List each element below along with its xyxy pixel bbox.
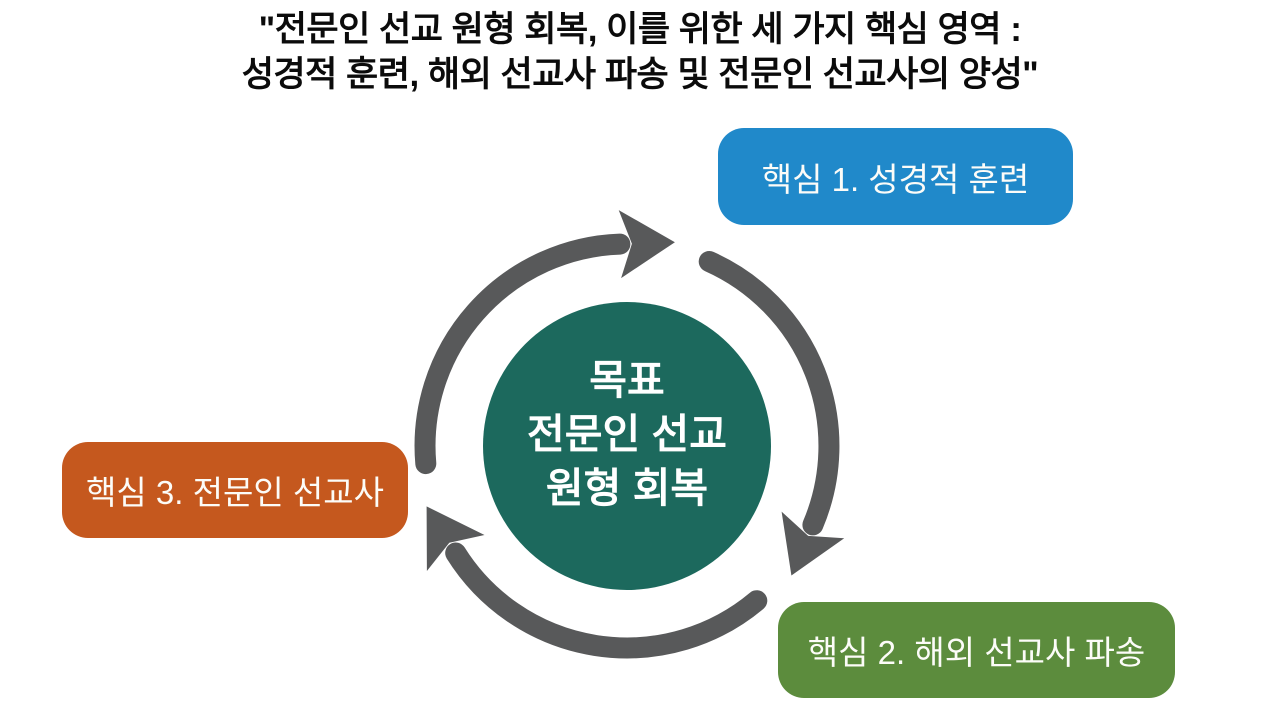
key-area-3-label: 핵심 3. 전문인 선교사 xyxy=(86,474,384,511)
goal-circle xyxy=(483,302,771,590)
goal-line-1: 목표 xyxy=(589,357,665,403)
cycle-arrowheads xyxy=(426,210,845,576)
title-line-1: "전문인 선교 원형 회복, 이를 위한 세 가지 핵심 영역 : xyxy=(258,10,1022,49)
goal-line-3: 원형 회복 xyxy=(545,465,709,511)
key-area-2-box: 핵심 2. 해외 선교사 파송 xyxy=(778,602,1175,698)
arrowhead-top-icon xyxy=(618,210,675,279)
goal-label: 목표 전문인 선교 원형 회복 xyxy=(467,286,787,606)
cycle-arc-bottom xyxy=(445,542,768,659)
key-area-2-label: 핵심 2. 해외 선교사 파송 xyxy=(807,634,1146,671)
key-area-1-box: 핵심 1. 성경적 훈련 xyxy=(718,128,1073,225)
key-area-1-label: 핵심 1. 성경적 훈련 xyxy=(761,160,1030,198)
key-area-3-box: 핵심 3. 전문인 선교사 xyxy=(62,442,408,538)
cycle-arcs xyxy=(414,233,840,659)
title-line-2: 성경적 훈련, 해외 선교사 파송 및 전문인 선교사의 양성" xyxy=(241,55,1039,94)
goal-line-2: 전문인 선교 xyxy=(527,411,727,457)
cycle-arc-top xyxy=(414,233,631,475)
arrowhead-left-icon xyxy=(426,506,485,571)
cycle-arc-right xyxy=(698,251,840,536)
page-title: "전문인 선교 원형 회복, 이를 위한 세 가지 핵심 영역 : 성경적 훈련… xyxy=(0,7,1280,97)
arrowhead-right-icon xyxy=(781,511,845,576)
